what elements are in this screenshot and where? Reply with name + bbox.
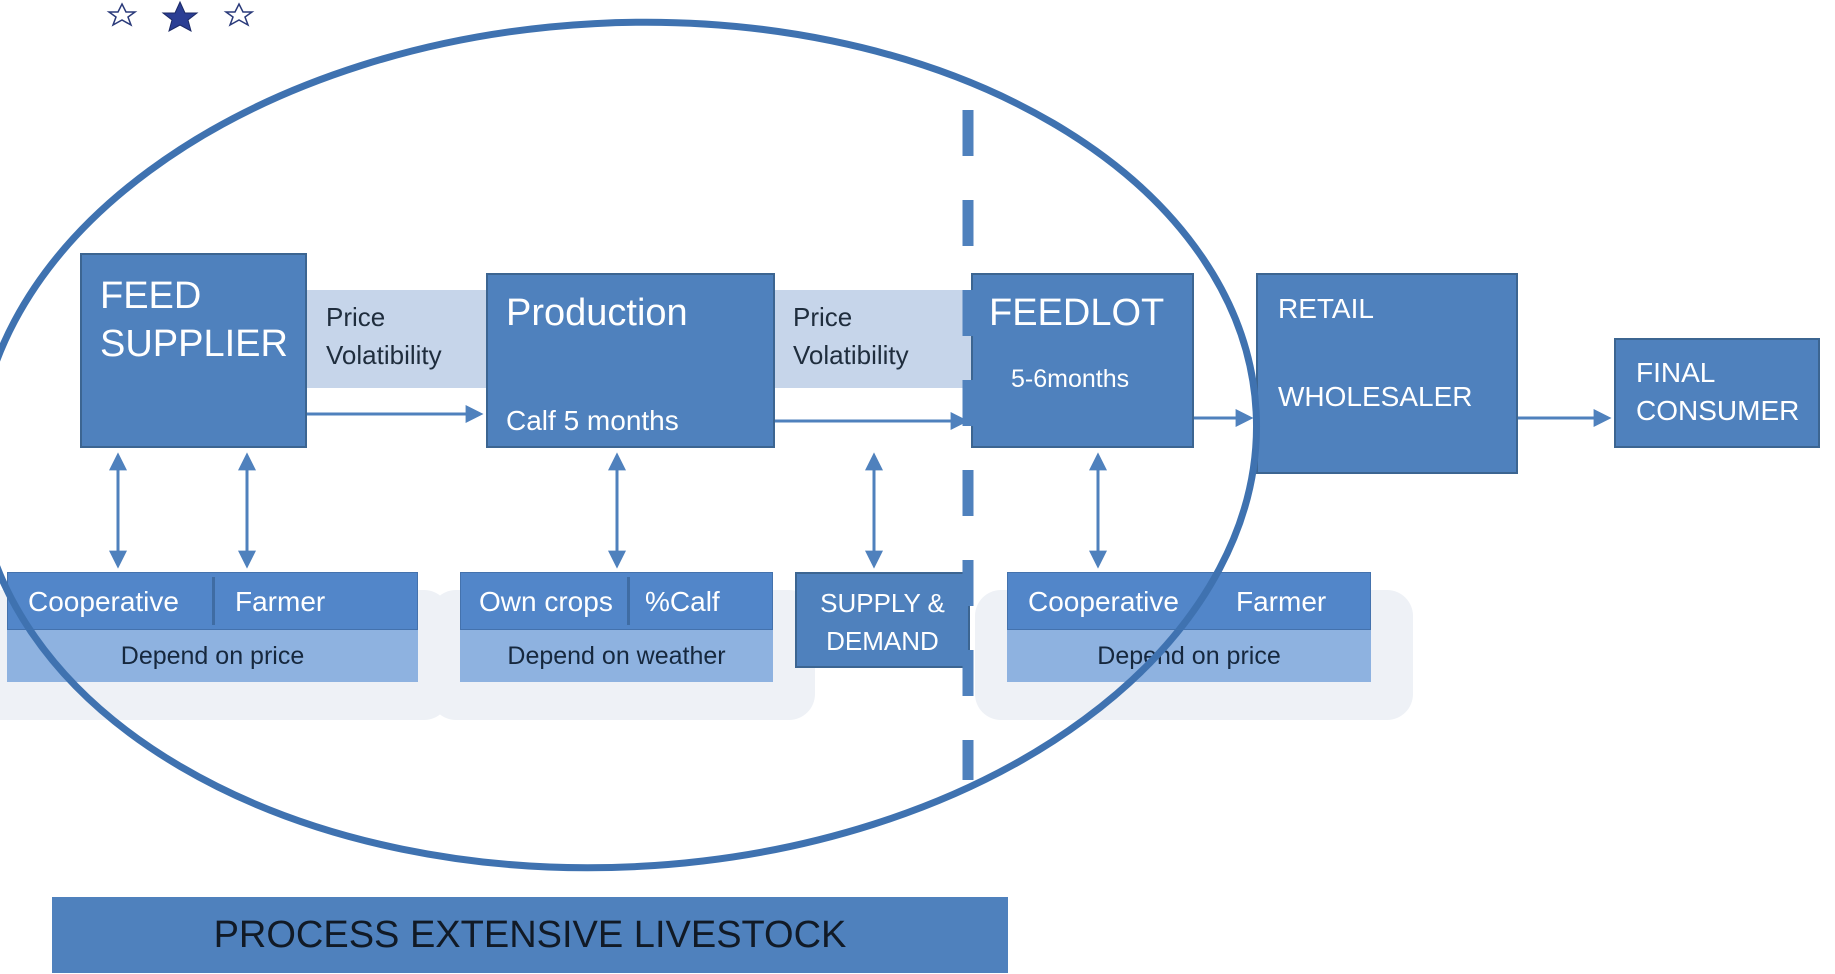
farmer-label: Farmer [235, 586, 326, 617]
feedlot-subtitle: 5-6months [1011, 365, 1130, 393]
final-consumer-label: FINAL CONSUMER [1636, 357, 1800, 426]
feed-supplier-label: FEED SUPPLIER [100, 275, 288, 365]
star-icon [161, 0, 199, 33]
star-icon [223, 2, 255, 27]
segment-divider [212, 577, 215, 625]
production-sources-bar: Own crops %Calf [460, 572, 773, 630]
price-volatility-band-2: Price Volatibility [773, 290, 973, 388]
retail-wholesaler-box: RETAIL WHOLESALER [1256, 273, 1518, 474]
feed-supplier-sources-bar: Cooperative Farmer [7, 572, 418, 630]
wholesaler-label: WHOLESALER [1278, 381, 1473, 412]
final-consumer-box: FINAL CONSUMER [1614, 338, 1820, 448]
logo-stars [106, 0, 255, 33]
retail-label: RETAIL [1278, 293, 1374, 324]
extensive-livestock-ellipse [0, 18, 1261, 872]
production-title: Production [506, 292, 688, 334]
feedlot-box: FEEDLOT 5-6months [971, 273, 1194, 448]
calf-percent-label: %Calf [645, 586, 720, 617]
feedlot-title: FEEDLOT [989, 292, 1165, 334]
feed-supplier-depend-bar: Depend on price [7, 630, 418, 682]
production-depend-bar: Depend on weather [460, 630, 773, 682]
price-volatility-band-1: Price Volatibility [306, 290, 488, 388]
feedlot-depend-bar: Depend on price [1007, 630, 1371, 682]
process-title-bar: PROCESS EXTENSIVE LIVESTOCK [52, 897, 1008, 973]
star-icon [106, 2, 138, 27]
production-box: Production Calf 5 months [486, 273, 775, 448]
feed-supplier-box: FEED SUPPLIER [80, 253, 307, 448]
farmer-label: Farmer [1236, 586, 1327, 617]
cooperative-label: Cooperative [1028, 586, 1179, 617]
segment-divider [627, 577, 630, 625]
production-subtitle: Calf 5 months [506, 405, 679, 436]
own-crops-label: Own crops [479, 586, 613, 617]
cooperative-label: Cooperative [28, 586, 179, 617]
supply-demand-box: SUPPLY & DEMAND [795, 572, 970, 668]
